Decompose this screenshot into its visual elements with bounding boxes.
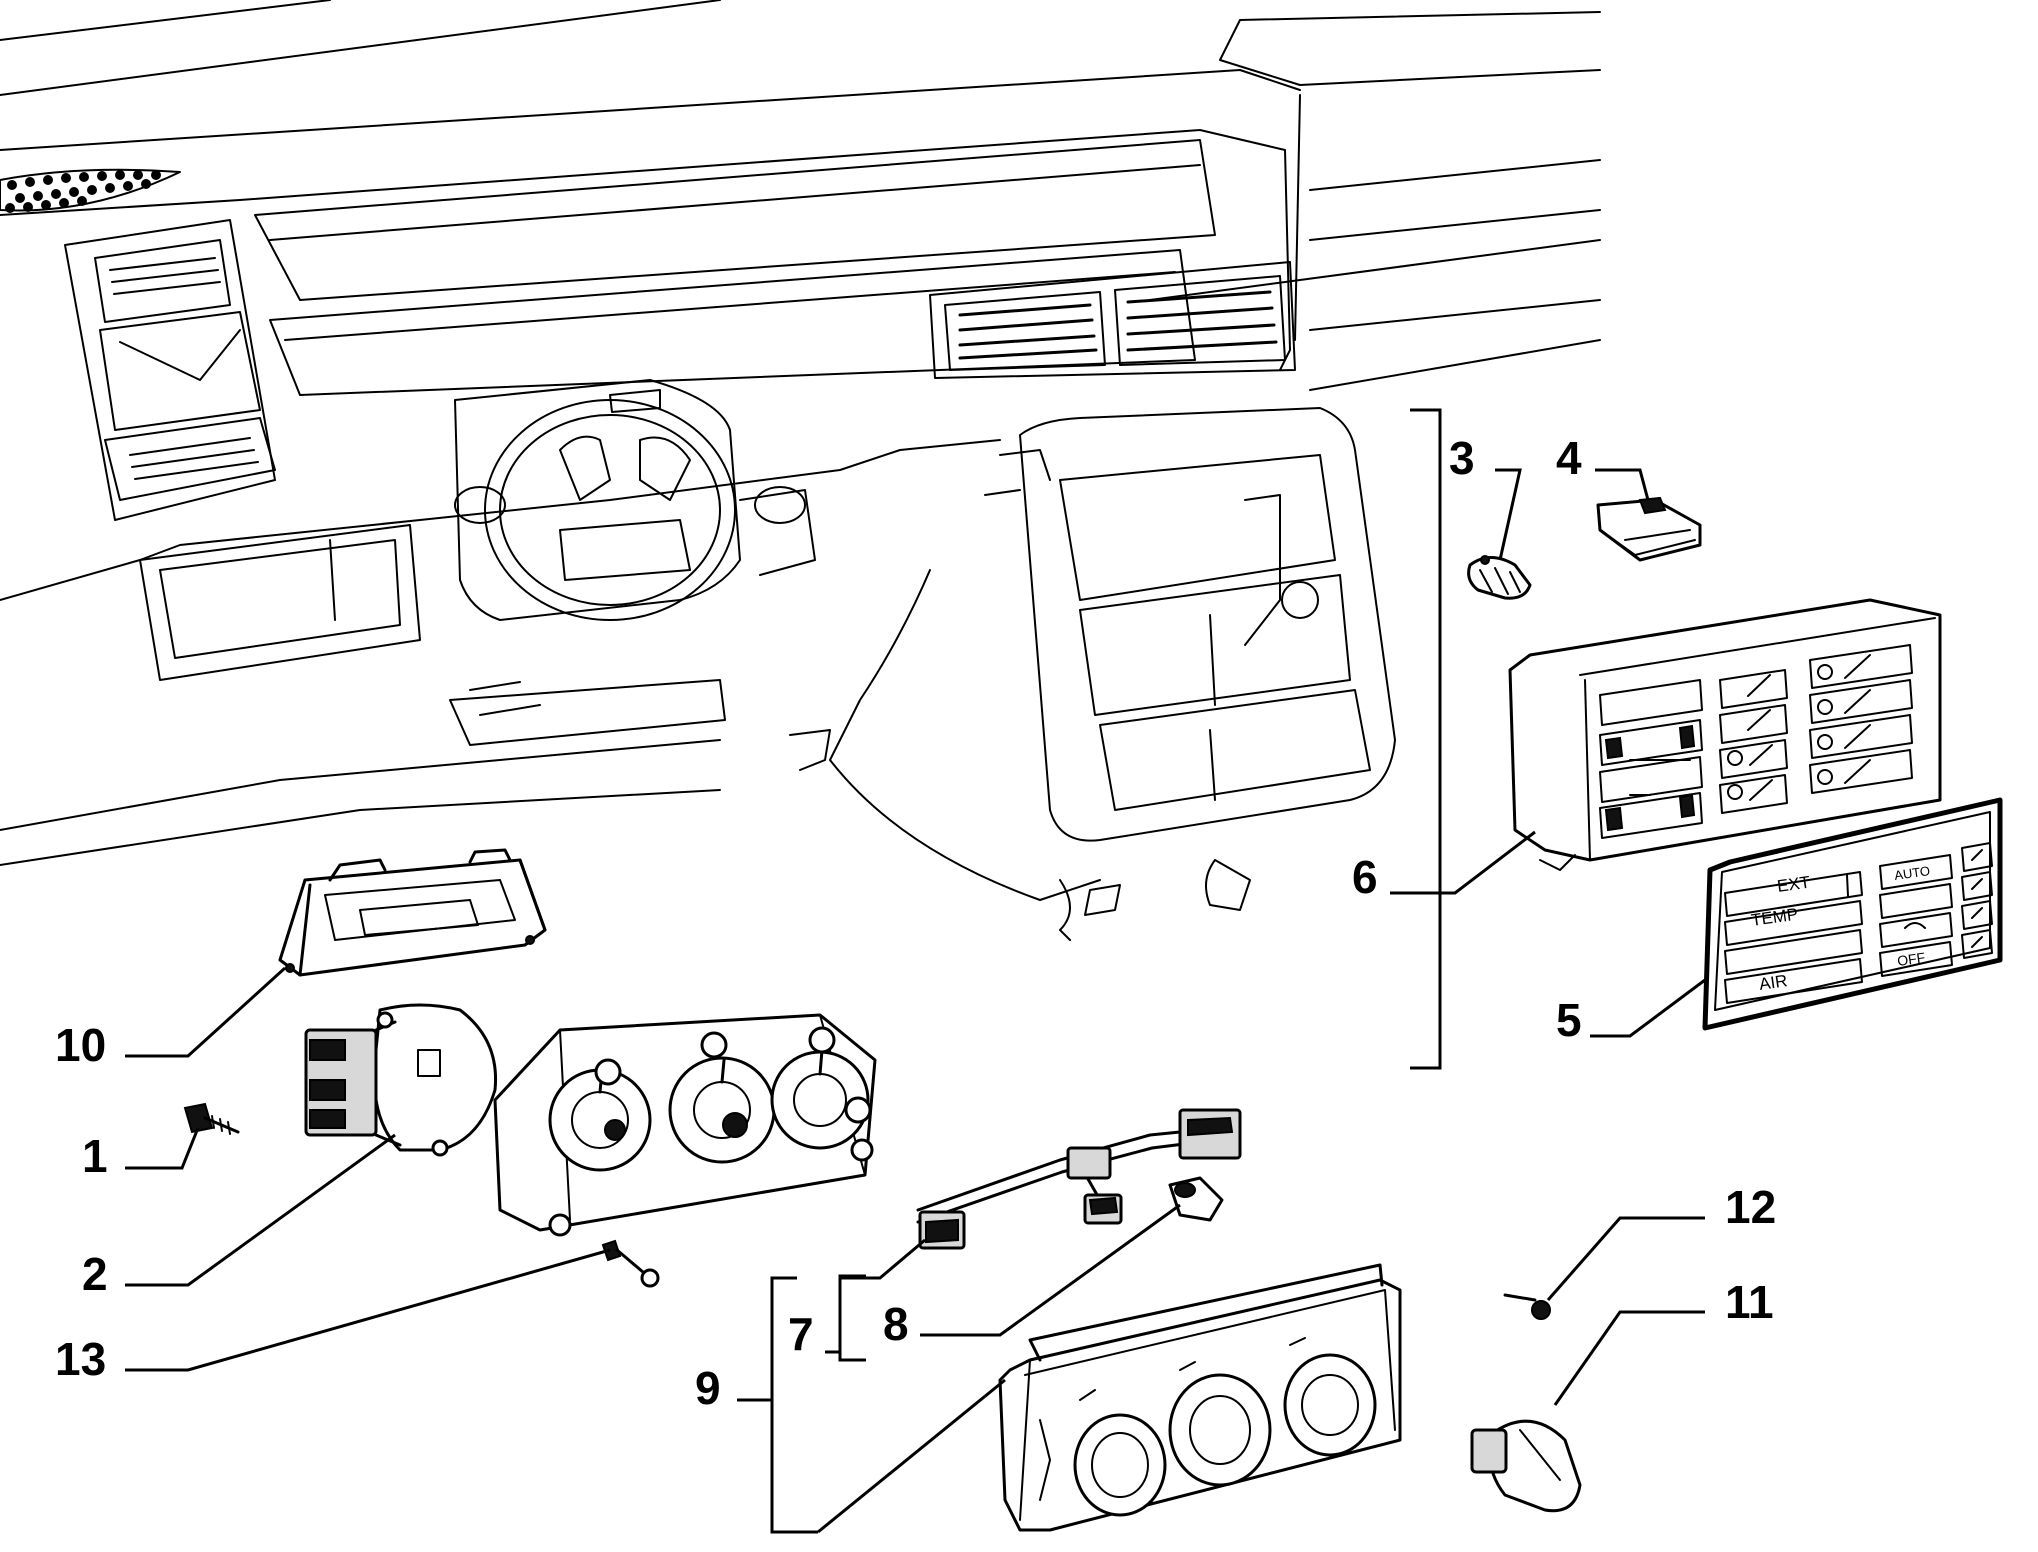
part-11-knob: [1470, 1419, 1582, 1513]
label-auto: AUTO: [1893, 863, 1931, 883]
callout-13: 13: [55, 1333, 106, 1385]
label-ext: EXT: [1776, 873, 1811, 896]
center-vent: [929, 261, 1296, 379]
left-vent-column: [64, 219, 276, 521]
dashboard-outline: [0, 0, 1601, 941]
part-10-bracket: [278, 848, 547, 977]
steering-column-shroud: [454, 379, 816, 621]
control-rear-housing: [493, 1013, 877, 1237]
callout-3: 3: [1449, 432, 1475, 484]
callout-5: 5: [1556, 994, 1582, 1046]
label-air: AIR: [1758, 971, 1789, 994]
part-5-label-panel: EXT TEMP AIR AUTO OFF: [1702, 797, 2003, 1031]
callout-11: 11: [1725, 1276, 1774, 1328]
callout-9: 9: [695, 1362, 721, 1414]
part-4-clip: [1596, 496, 1702, 562]
callout-1: 1: [82, 1130, 108, 1182]
part-8-bulb-holder: [1168, 1176, 1224, 1222]
callout-4: 4: [1556, 432, 1582, 484]
part-3-bulb: [1467, 555, 1532, 600]
callout-6: 6: [1352, 851, 1378, 903]
part-13-screw: [601, 1239, 660, 1288]
speaker-grille: [0, 168, 181, 213]
part-12-screw: [1503, 1293, 1551, 1320]
callout-2: 2: [82, 1248, 108, 1300]
part-2-actuator-motor: [304, 1003, 498, 1157]
part-6-control-module: [1508, 598, 1942, 871]
part-1-screw: [183, 1102, 240, 1135]
callout-10: 10: [55, 1019, 106, 1071]
callout-8: 8: [883, 1298, 909, 1350]
callout-12: 12: [1725, 1181, 1776, 1233]
label-off: OFF: [1896, 949, 1926, 969]
callout-numbers: 3 4 6 5 10 1 2 13 7 8 9 12 11: [55, 432, 1776, 1414]
callout-7: 7: [788, 1308, 814, 1360]
part-9-control-panel: [998, 1263, 1402, 1532]
leader-lines: [125, 408, 1706, 1534]
part-7-wiring-harness: [916, 1108, 1242, 1250]
center-console-frame: [789, 407, 1396, 941]
